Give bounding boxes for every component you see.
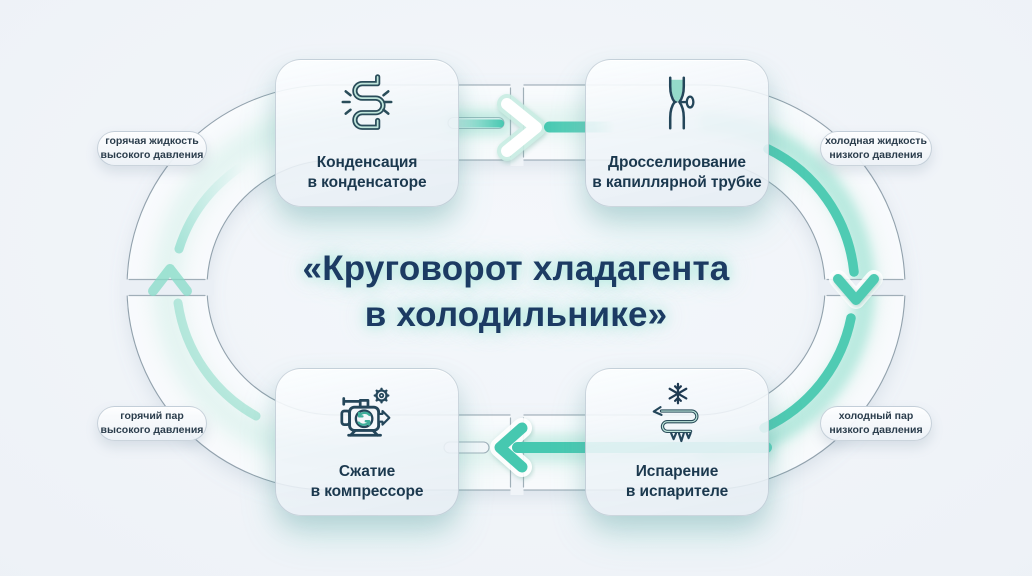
step-card-compression: Сжатие в компрессоре	[275, 368, 459, 516]
step-label-compression: Сжатие в компрессоре	[310, 463, 424, 501]
step-card-condensation: Конденсация в конденсаторе	[275, 59, 459, 207]
step-label-throttling: Дросселирование в капиллярной трубке	[592, 154, 762, 192]
page-title: «Круговорот хладагента в холодильнике»	[0, 246, 1032, 337]
state-pill-cold-vapor-low-pressure: холодный пар низкого давления	[820, 406, 932, 441]
step-label-condensation: Конденсация в конденсаторе	[307, 154, 427, 192]
state-pill-cold-liquid-low-pressure: холодная жидкость низкого давления	[820, 131, 932, 166]
state-pill-hot-liquid-high-pressure: горячая жидкость высокого давления	[97, 131, 207, 166]
step-card-evaporation: Испарение в испарителе	[585, 368, 769, 516]
snowflake-coil-icon	[652, 382, 699, 443]
condenser-coil-icon	[341, 74, 393, 130]
title-line-1: «Круговорот хладагента	[302, 249, 730, 288]
flow-arrow-right	[759, 144, 883, 433]
flow-arrow-left	[148, 152, 261, 421]
compressor-icon	[340, 387, 391, 437]
state-pill-hot-vapor-high-pressure: горячий пар высокого давления	[97, 406, 207, 441]
title-line-2: в холодильнике»	[364, 294, 668, 334]
capillary-valve-icon	[668, 76, 695, 130]
step-label-evaporation: Испарение в испарителе	[625, 463, 729, 501]
step-card-throttling: Дросселирование в капиллярной трубке	[585, 59, 769, 207]
